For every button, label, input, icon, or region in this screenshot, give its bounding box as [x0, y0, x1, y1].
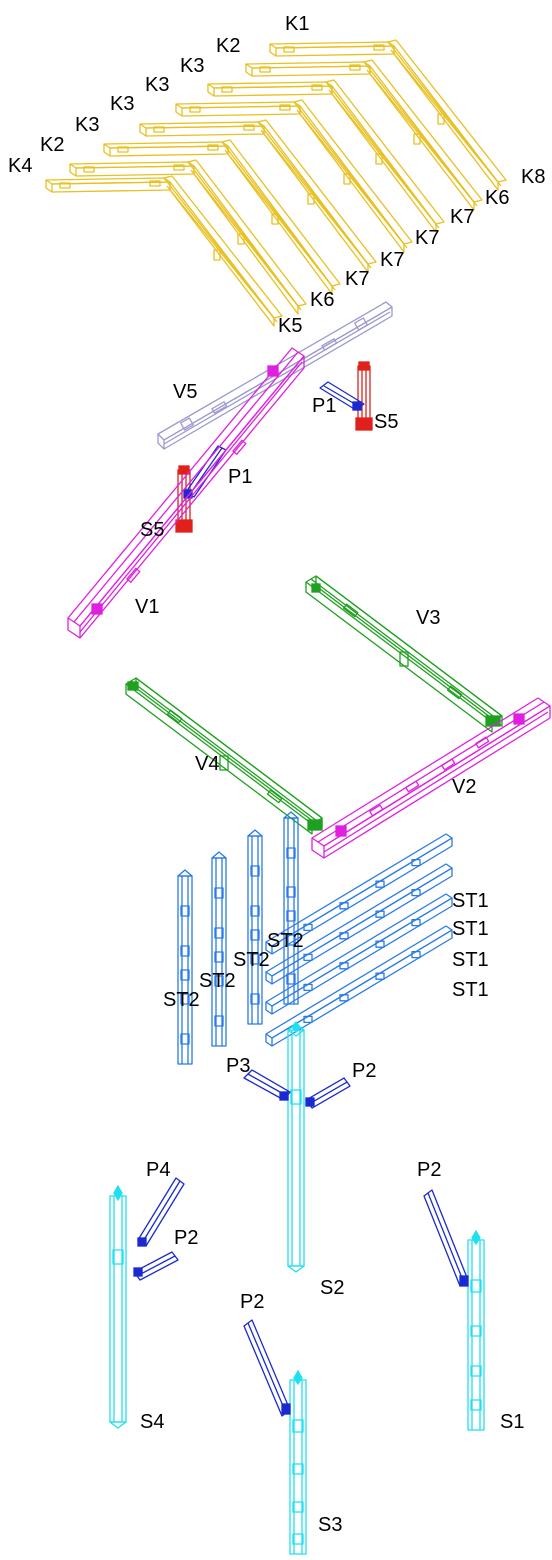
post-s3 [289, 1369, 307, 1555]
label-st1c: ST1 [452, 949, 489, 971]
stud-st1 [265, 863, 453, 985]
label-k3a: K3 [180, 55, 204, 77]
post-s1 [467, 1229, 485, 1431]
label-v2: V2 [452, 776, 476, 798]
label-st2a: ST2 [267, 930, 304, 952]
stud-st1-group [265, 833, 453, 1047]
label-k4: K4 [8, 155, 32, 177]
label-p1a: P1 [312, 395, 336, 417]
beam-v2 [311, 697, 551, 859]
label-k1: K1 [285, 13, 309, 35]
label-p2b: P2 [174, 1227, 198, 1249]
brace-p2-s3 [243, 1319, 291, 1417]
label-k6b: K6 [310, 289, 334, 311]
rafter [45, 175, 283, 327]
rafter [207, 79, 445, 233]
post-s2 [287, 1020, 305, 1273]
stud-st2-group [177, 811, 299, 1065]
label-k7b: K7 [415, 227, 439, 249]
label-v4: V4 [195, 753, 219, 775]
label-p2d: P2 [240, 1291, 264, 1313]
label-st2b: ST2 [233, 949, 270, 971]
stud-st1 [265, 833, 453, 955]
stud-st2 [211, 851, 227, 1047]
post-s4 [109, 1184, 127, 1429]
label-s2: S2 [320, 1277, 344, 1299]
part-labels: K1 K2 K3 K3 K3 K3 K2 K4 K8 K6 K7 K7 K7 K… [8, 13, 545, 1536]
brace-p2-s1 [423, 1189, 469, 1287]
rafter [245, 59, 483, 211]
brace-p4 [137, 1177, 185, 1247]
label-k2b: K2 [40, 134, 64, 156]
rafter-group [45, 39, 507, 327]
label-k7d: K7 [345, 268, 369, 290]
brace-p2-s2 [305, 1077, 351, 1109]
label-st1d: ST1 [452, 979, 489, 1001]
label-s5a: S5 [374, 411, 398, 433]
label-v3: V3 [416, 607, 440, 629]
label-st1b: ST1 [452, 918, 489, 940]
brace-p1-right [319, 381, 365, 411]
label-k7c: K7 [380, 249, 404, 271]
label-p1b: P1 [228, 466, 252, 488]
label-s4: S4 [140, 1411, 164, 1433]
beam-v1 [67, 347, 305, 639]
label-p2c: P2 [417, 1159, 441, 1181]
brace-p2-s4 [133, 1251, 179, 1281]
label-st2d: ST2 [163, 989, 200, 1011]
label-k3b: K3 [145, 74, 169, 96]
label-k2a: K2 [216, 35, 240, 57]
stud-st2 [177, 869, 193, 1065]
rafter [175, 99, 413, 253]
label-k7a: K7 [450, 206, 474, 228]
rafter [69, 159, 307, 315]
stud-st1 [265, 893, 453, 1015]
label-st1a: ST1 [452, 890, 489, 912]
beam-v3 [305, 575, 503, 733]
label-s3: S3 [318, 1514, 342, 1536]
brace-p3 [243, 1069, 291, 1101]
label-p3: P3 [226, 1055, 250, 1077]
label-p4: P4 [146, 1159, 170, 1181]
rafter [103, 139, 341, 295]
short-post-s5-right [355, 361, 373, 431]
label-k3c: K3 [110, 93, 134, 115]
beam-v4 [125, 677, 323, 835]
label-p2a: P2 [352, 1060, 376, 1082]
label-s1: S1 [500, 1411, 524, 1433]
rafter [139, 119, 377, 273]
rafter [269, 39, 507, 191]
label-s5b: S5 [140, 519, 164, 541]
label-v1: V1 [135, 596, 159, 618]
label-k6a: K6 [485, 187, 509, 209]
stud-st1 [265, 925, 453, 1047]
label-k3d: K3 [75, 114, 99, 136]
label-v5: V5 [173, 381, 197, 403]
label-k5: K5 [278, 315, 302, 337]
label-k8: K8 [521, 166, 545, 188]
label-st2c: ST2 [199, 970, 236, 992]
stud-st2 [247, 829, 263, 1025]
